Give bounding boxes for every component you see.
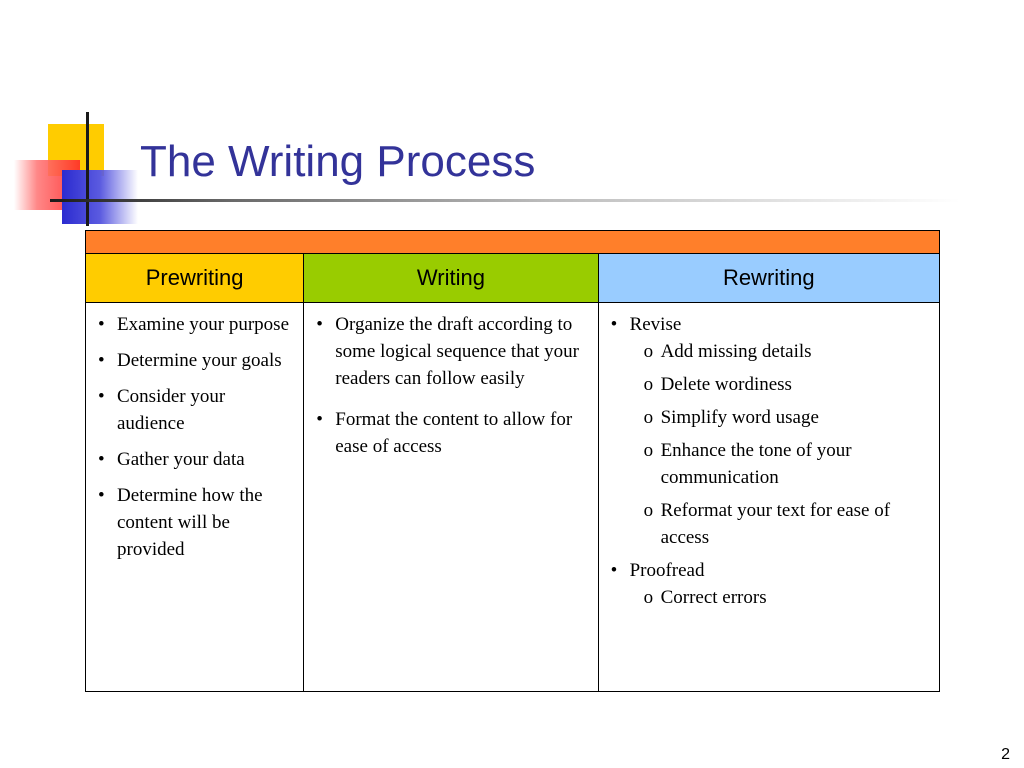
revise-label: Revise [629, 314, 682, 335]
rewriting-cell: Revise Add missing details Delete wordin… [597, 302, 941, 692]
page-number: 2 [1001, 746, 1010, 763]
list-item-revise: Revise Add missing details Delete wordin… [609, 311, 933, 551]
list-item: Gather your data [96, 446, 297, 473]
list-item: Format the content to allow for ease of … [314, 406, 591, 460]
list-item-proofread: Proofread Correct errors [609, 557, 933, 611]
logo-vertical-line [86, 112, 89, 226]
sub-list-item: Add missing details [644, 338, 933, 365]
list-item: Organize the draft according to some log… [314, 311, 591, 392]
list-item: Determine how the content will be provid… [96, 482, 297, 563]
writing-list: Organize the draft according to some log… [304, 303, 597, 460]
proofread-label: Proofread [629, 560, 705, 581]
sub-list-item: Simplify word usage [644, 404, 933, 431]
sub-list-item: Delete wordiness [644, 371, 933, 398]
list-item: Examine your purpose [96, 311, 297, 338]
revise-sublist: Add missing details Delete wordiness Sim… [630, 338, 933, 551]
list-item: Determine your goals [96, 347, 297, 374]
title-underline-rule [50, 199, 960, 202]
table-band-row [85, 230, 940, 254]
header-writing: Writing [303, 253, 599, 303]
writing-process-table: Prewriting Writing Rewriting Examine you… [84, 230, 941, 692]
table-header-row: Prewriting Writing Rewriting [84, 253, 941, 303]
list-item: Consider your audience [96, 383, 297, 437]
prewriting-cell: Examine your purpose Determine your goal… [84, 302, 305, 692]
rewriting-list: Revise Add missing details Delete wordin… [599, 303, 939, 611]
writing-cell: Organize the draft according to some log… [303, 302, 599, 692]
prewriting-list: Examine your purpose Determine your goal… [86, 303, 303, 563]
logo-blue-block [62, 170, 138, 224]
sub-list-item: Reformat your text for ease of access [644, 497, 933, 551]
sub-list-item: Enhance the tone of your communication [644, 437, 933, 491]
slide-title: The Writing Process [140, 137, 536, 186]
table-band-cell [85, 230, 940, 254]
header-prewriting: Prewriting [84, 253, 305, 303]
slide-logo-decoration [0, 0, 140, 240]
sub-list-item: Correct errors [644, 584, 933, 611]
table-body-row: Examine your purpose Determine your goal… [84, 302, 941, 692]
header-rewriting: Rewriting [597, 253, 941, 303]
proofread-sublist: Correct errors [630, 584, 933, 611]
